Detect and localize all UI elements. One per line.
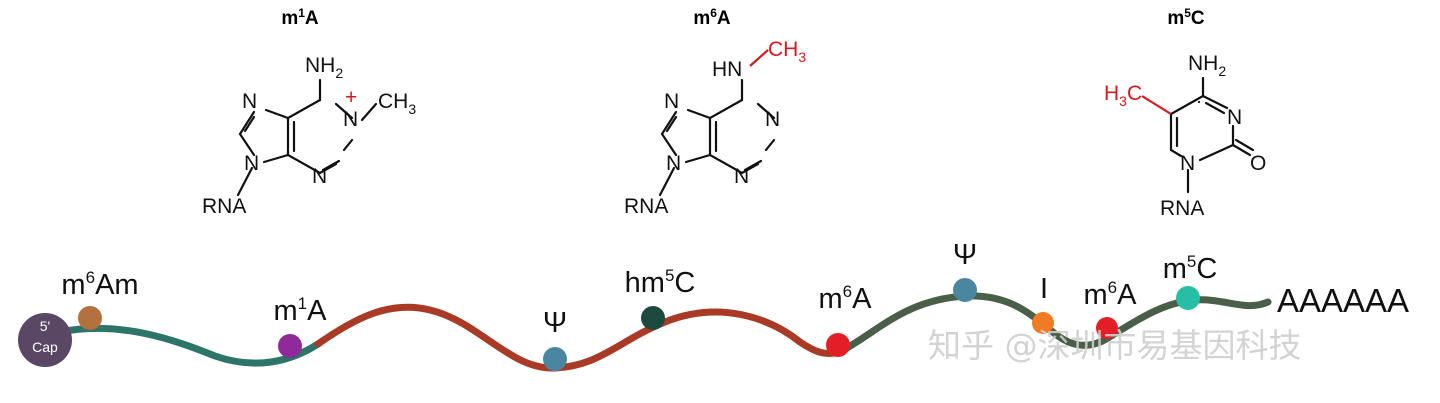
- modification-dot-m5c: [1176, 286, 1200, 310]
- imidazole-bonds: [684, 108, 712, 164]
- double-bond: [665, 115, 678, 133]
- double-bond: [743, 159, 763, 172]
- modification-label-psi-2: Ψ: [953, 239, 977, 271]
- carbonyl-double-bond: [1231, 138, 1255, 157]
- modification-dot-m6a-2: [1096, 317, 1118, 339]
- watermark: 知乎 @深圳市易基因科技: [928, 326, 1302, 365]
- double-bond: [243, 115, 256, 133]
- atom-n9: N: [244, 152, 259, 175]
- modification-markers: m6Am m1A Ψ hm5C m6A Ψ I m6A: [61, 239, 1217, 371]
- modification-label-psi: Ψ: [543, 307, 567, 339]
- structure-title-m5c: m5C: [1167, 6, 1205, 29]
- structure-m6a: m6A HN CH3 N N N N RNA: [624, 6, 806, 218]
- methyl-bond: [749, 49, 769, 67]
- modification-label-m6a: m6A: [819, 282, 873, 315]
- modification-label-m6a-2: m6A: [1084, 278, 1138, 311]
- modification-dot-hm5c: [641, 306, 665, 330]
- imidazole-bonds: [262, 108, 290, 164]
- atom-n3: N: [312, 165, 327, 188]
- atom-hn: HN: [712, 58, 742, 81]
- modification-dot-inosine: [1032, 312, 1054, 334]
- structure-title-m1a: m1A: [281, 6, 319, 29]
- atom-o: O: [1250, 152, 1266, 175]
- atom-charge-plus: +: [345, 86, 357, 109]
- poly-a-tail: AAAAAA: [1277, 282, 1409, 319]
- ribose-bond: [236, 166, 254, 197]
- modification-dot-m6a: [826, 333, 850, 357]
- atom-nh2: NH2: [305, 54, 343, 81]
- five-prime-cap: [18, 313, 72, 367]
- structure-m5c: m5C NH2 H3C N N O RNA: [1104, 6, 1266, 220]
- atom-n1: N: [765, 108, 780, 131]
- modification-label-hm5c: hm5C: [625, 266, 696, 299]
- atom-n1: N: [343, 108, 358, 131]
- atom-n1: N: [1180, 152, 1195, 175]
- modification-label-inosine: I: [1040, 273, 1048, 305]
- atom-rna: RNA: [202, 195, 246, 218]
- modification-label-m1a: m1A: [274, 294, 328, 327]
- atom-nh2: NH2: [1188, 52, 1226, 79]
- modification-dot-m1a: [278, 334, 302, 358]
- atom-rna: RNA: [1160, 197, 1204, 220]
- strand-segment-middle: [314, 303, 844, 372]
- modification-dot-psi-2: [953, 278, 977, 302]
- atom-n7: N: [664, 90, 679, 113]
- atom-ch3: CH3: [768, 38, 806, 65]
- atom-n7: N: [242, 90, 257, 113]
- modification-label-m5c: m5C: [1163, 252, 1218, 285]
- imidazole-bonds: [660, 110, 678, 157]
- strand-segment-5prime: [56, 324, 322, 367]
- ribose-bond: [658, 166, 676, 197]
- atom-n9: N: [666, 152, 681, 175]
- atom-h3c: H3C: [1104, 82, 1142, 109]
- pyrimidine-ring: [1169, 94, 1235, 162]
- atom-rna: RNA: [624, 195, 668, 218]
- double-bond: [321, 159, 341, 172]
- modification-label-m6am: m6Am: [61, 268, 138, 301]
- modification-dot-psi: [543, 347, 567, 371]
- methyl-bond: [1141, 95, 1172, 115]
- imidazole-bonds: [238, 110, 256, 157]
- modification-dot-m6am: [78, 306, 102, 330]
- structure-title-m6a: m6A: [693, 6, 731, 29]
- cap-label-bottom: Cap: [32, 339, 58, 355]
- atom-n3: N: [734, 165, 749, 188]
- structure-m1a: m1A NH2 N N + N N CH3 RNA: [202, 6, 416, 218]
- atom-ch3: CH3: [378, 90, 416, 117]
- methyl-bond: [360, 102, 378, 122]
- double-bond: [1204, 101, 1226, 115]
- cap-label-top: 5': [40, 318, 50, 334]
- atom-n3: N: [1227, 106, 1242, 129]
